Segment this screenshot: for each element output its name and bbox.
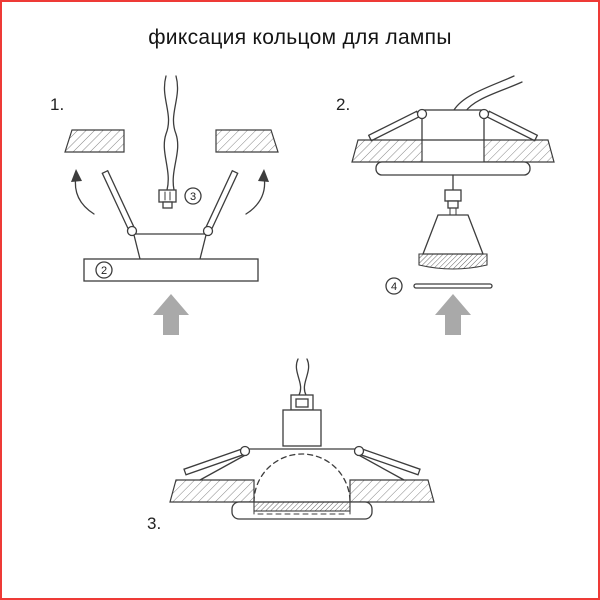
step-3-label: 3. xyxy=(147,514,161,533)
spring-pivot-right xyxy=(202,225,214,237)
spring-pivot-right xyxy=(478,108,490,120)
spring-clip-right xyxy=(485,110,539,142)
callout-2-number: 2 xyxy=(101,265,107,277)
fixture-post-left xyxy=(133,234,141,260)
spring-pivot-left xyxy=(416,108,428,120)
fixing-ring-section xyxy=(253,501,351,512)
ceiling-section-right xyxy=(349,479,435,503)
spring-clip-left xyxy=(367,110,421,142)
ceiling-section-right xyxy=(215,129,279,153)
rotate-arrow-right-head xyxy=(258,169,269,182)
spring-pivot-left xyxy=(126,225,138,237)
ceiling-section-right xyxy=(483,139,555,163)
rotate-arrow-right xyxy=(245,175,266,215)
supply-wire xyxy=(295,358,302,396)
fixture-trim-base xyxy=(83,258,259,282)
rotate-arrow-left-head xyxy=(71,169,82,182)
callout-4: 4 xyxy=(385,277,403,295)
supply-wire xyxy=(303,358,310,396)
supply-wire xyxy=(453,75,515,111)
lamp-socket-detail xyxy=(447,200,459,209)
spring-clip-left xyxy=(183,447,247,476)
lamp-bulb-body xyxy=(422,214,484,255)
spring-pivot-right xyxy=(353,445,365,457)
connector-detail xyxy=(295,398,309,408)
ceiling-section-left xyxy=(351,139,423,163)
spring-pivot-left xyxy=(239,445,251,457)
callout-2-circle xyxy=(95,261,113,279)
spring-clip-left xyxy=(101,169,136,233)
wire-connector xyxy=(158,189,177,203)
push-up-arrow-shaft xyxy=(163,315,179,335)
lamp-bulb-face xyxy=(418,253,488,270)
step-1-diagram: 1. 3 xyxy=(50,75,279,335)
fixture-housing xyxy=(421,109,485,141)
ceiling-section-left xyxy=(169,479,255,503)
fixture-housing xyxy=(282,409,322,447)
callout-4-circle xyxy=(385,277,403,295)
step-3-diagram: 3. xyxy=(147,358,435,533)
supply-wire xyxy=(163,75,170,191)
fixture-cone-right xyxy=(354,452,405,481)
spring-clip-right xyxy=(357,447,421,476)
fixture-cone-left xyxy=(199,452,250,481)
push-up-arrow-shaft xyxy=(445,315,461,335)
rotate-arrow-left xyxy=(74,175,95,215)
page-title: фиксация кольцом для лампы xyxy=(148,26,452,49)
fixture-trim-ring xyxy=(375,161,531,176)
push-up-arrow-head xyxy=(435,294,471,315)
callout-2: 2 xyxy=(95,261,113,279)
supply-wire xyxy=(464,81,523,113)
lamp-socket xyxy=(444,189,462,202)
ceiling-section-left xyxy=(64,129,125,153)
step-1-label: 1. xyxy=(50,95,64,114)
step-2-label: 2. xyxy=(336,95,350,114)
push-up-arrow-head xyxy=(153,294,189,315)
callout-4-number: 4 xyxy=(391,281,397,293)
supply-wire xyxy=(172,75,179,191)
callout-3-number: 3 xyxy=(190,191,196,203)
callout-3: 3 xyxy=(184,187,202,205)
fixture-post-right xyxy=(199,234,207,260)
lamp-dome-dashed xyxy=(253,453,351,503)
connector-detail xyxy=(162,201,173,209)
fixing-ring xyxy=(413,283,493,289)
callout-3-circle xyxy=(184,187,202,205)
step-2-diagram: 2. 4 xyxy=(336,75,555,335)
spring-clip-right xyxy=(204,169,239,233)
